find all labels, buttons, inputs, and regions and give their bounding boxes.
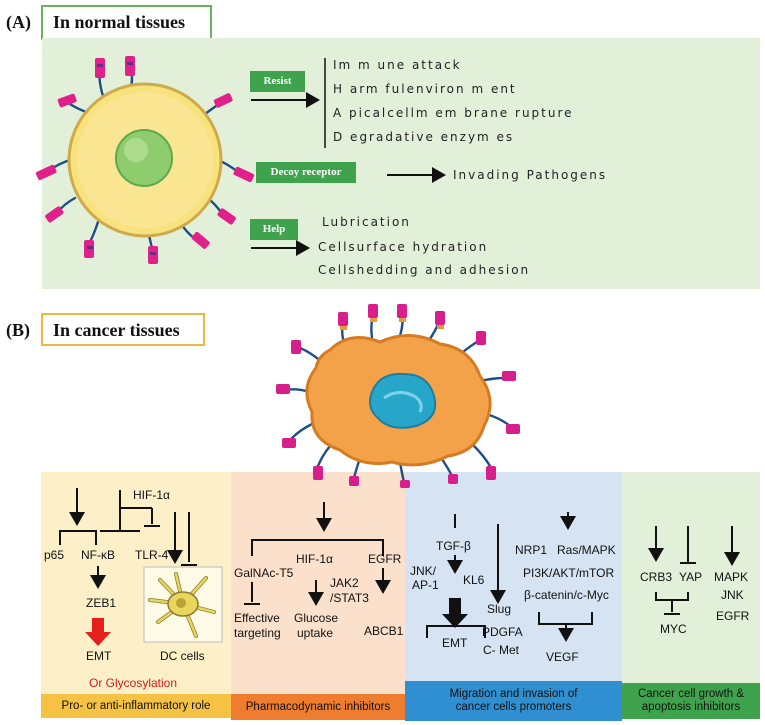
p1-p65: p65 xyxy=(44,548,65,562)
decoy-receptor-tag: Decoy receptor xyxy=(256,162,356,183)
footer-migration: Migration and invasion of cancer cells p… xyxy=(405,681,622,721)
p3-tgfb: TGF-β xyxy=(436,539,471,553)
p4-myc: MYC xyxy=(660,622,687,636)
p3-vegf: VEGF xyxy=(546,650,579,664)
resist-item: Im m une attack xyxy=(333,58,462,72)
panel-pharmacodynamic xyxy=(231,472,405,694)
p2-stat3: /STAT3 xyxy=(330,591,369,605)
p4-egfr: EGFR xyxy=(716,609,750,623)
footer-migration-line2: cancer cells promoters xyxy=(455,701,572,713)
p1-note: Or Glycosylation xyxy=(89,676,178,690)
p2-galnac: GalNAc-T5 xyxy=(234,566,294,580)
resist-item: H arm fulenviron m ent xyxy=(333,82,517,96)
p2-hif: HIF-1α xyxy=(296,552,333,566)
p4-mapk: MAPK xyxy=(714,570,749,584)
help-item: Cellshedding and adhesion xyxy=(318,263,531,277)
p3-slug: Slug xyxy=(487,602,512,616)
p3-rasmapk: Ras/MAPK xyxy=(557,543,616,557)
help-item: Cellsurface hydration xyxy=(318,240,489,254)
footer-growth: Cancer cell growth & apoptosis inhibitor… xyxy=(622,683,760,719)
p3-jnk: JNK/ xyxy=(410,564,437,578)
help-item: Lubrication xyxy=(322,215,411,229)
resist-item: A picalcellm em brane rupture xyxy=(333,106,574,120)
p3-ap1: AP-1 xyxy=(412,578,439,592)
p2-abcb1: ABCB1 xyxy=(364,624,404,638)
panel-migration xyxy=(405,472,622,694)
footer-growth-line1: Cancer cell growth & xyxy=(637,688,745,700)
p1-emt: EMT xyxy=(86,649,112,663)
p2-jak2: JAK2 xyxy=(330,576,359,590)
p3-pi3k: PI3K/AKT/mTOR xyxy=(523,566,615,580)
footer-growth-line2: apoptosis inhibitors xyxy=(641,701,741,713)
section-b-title: In cancer tissues xyxy=(41,313,205,346)
footer-inflammatory-text: Pro- or anti-inflammatory role xyxy=(61,699,211,712)
section-b-label: (B) xyxy=(6,320,30,340)
p2-uptake: uptake xyxy=(297,626,334,640)
p1-nfkb: NF-κB xyxy=(81,548,115,562)
p2-effective: Effective xyxy=(234,611,280,625)
p2-egfr: EGFR xyxy=(368,552,402,566)
p4-jnk: JNK xyxy=(721,588,744,602)
p1-dc-cells: DC cells xyxy=(160,649,205,663)
footer-migration-line1: Migration and invasion of xyxy=(449,688,578,700)
section-a-title: In normal tissues xyxy=(41,5,212,40)
p1-tlr4: TLR-4 xyxy=(135,548,169,562)
section-a-label: (A) xyxy=(6,12,31,32)
decoy-target: Invading Pathogens xyxy=(453,168,608,182)
p1-zeb1: ZEB1 xyxy=(86,596,117,610)
p4-yap: YAP xyxy=(679,570,703,584)
p3-pdgfa: PDGFA xyxy=(482,625,523,639)
p3-cmet: C- Met xyxy=(483,643,519,657)
p3-nrp1: NRP1 xyxy=(515,543,548,557)
help-tag: Help xyxy=(250,219,298,240)
p2-targeting: targeting xyxy=(234,626,281,640)
p4-crb3: CRB3 xyxy=(640,570,673,584)
footer-pharmacodynamic-text: Pharmacodynamic inhibitors xyxy=(245,700,391,713)
p3-bcatenin: β-catenin/c-Myc xyxy=(524,588,609,602)
p3-emt: EMT xyxy=(442,636,468,650)
resist-tag: Resist xyxy=(250,71,305,92)
p2-glucose: Glucose xyxy=(294,611,339,625)
footer-pharmacodynamic: Pharmacodynamic inhibitors xyxy=(231,694,405,720)
p3-kl6: KL6 xyxy=(463,573,485,587)
p1-hif: HIF-1α xyxy=(133,488,170,502)
panel-growth xyxy=(622,472,760,694)
footer-inflammatory: Pro- or anti-inflammatory role xyxy=(41,694,231,718)
resist-item: D egradative enzym es xyxy=(333,130,515,144)
